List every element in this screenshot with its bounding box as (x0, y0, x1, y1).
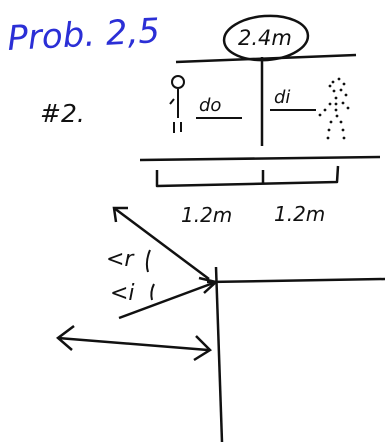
incident-ray-arrowhead (198, 276, 219, 294)
person-figure (169, 75, 185, 133)
incident-ray (118, 280, 217, 320)
circled-length-label: 2.4m (238, 26, 292, 50)
reflected-ray-arrowhead (112, 206, 128, 223)
incidence-angle-label: <i (110, 281, 135, 306)
image-distance-label: di (274, 87, 290, 108)
circle-annotation (222, 14, 310, 62)
double-headed-arrow (57, 336, 209, 352)
reflected-ray (113, 206, 210, 281)
right-segment-label: 1.2m (274, 202, 325, 226)
surface-line (206, 277, 386, 284)
mirror-top-line (175, 53, 357, 64)
reflection-angle-label: <r (106, 247, 135, 272)
problem-number: #2. (40, 99, 85, 128)
floor-line (139, 155, 381, 162)
double-arrow-left-head (56, 325, 75, 351)
double-arrow-right-head (193, 335, 212, 362)
image-figure (318, 77, 350, 140)
left-segment-label: 1.2m (181, 203, 232, 227)
problem-title: Prob. 2,5 (6, 11, 160, 59)
object-distance-label: do (199, 95, 221, 116)
reflection-angle-arc (145, 249, 151, 273)
distance-bracket (155, 165, 340, 188)
incidence-angle-arc (150, 283, 155, 301)
normal-line (214, 266, 224, 443)
